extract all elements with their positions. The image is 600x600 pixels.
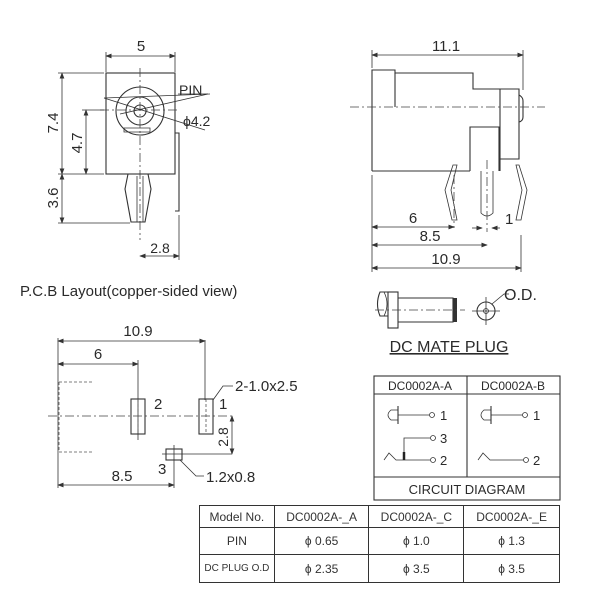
pcb-dim-10-9: 10.9 bbox=[123, 323, 152, 340]
side-dim-6: 6 bbox=[409, 210, 417, 227]
model-table: Model No. DC0002A-_A DC0002A-_C DC0002A-… bbox=[199, 505, 560, 583]
table-cell: ϕ 1.0 bbox=[368, 527, 465, 555]
table-header-cell: DC0002A-_C bbox=[368, 505, 465, 528]
table-cell: ϕ 0.65 bbox=[273, 527, 370, 555]
pad-label-3: 3 bbox=[158, 461, 166, 478]
pcb-dim-6: 6 bbox=[94, 346, 102, 363]
front-view: 5 7.4 4.7 3.6 2.8 PIN ϕ4.2 bbox=[45, 38, 211, 260]
circuit-footer: CIRCUIT DIAGRAM bbox=[409, 482, 526, 497]
side-dim-8-5: 8.5 bbox=[420, 228, 441, 245]
circuit-diagram: DC0002A-A DC0002A-B CIRCUIT DIAGRAM 1 3 … bbox=[373, 375, 561, 501]
front-dim-pin-offset: 2.8 bbox=[150, 240, 170, 256]
table-cell: ϕ 3.5 bbox=[368, 554, 465, 583]
front-label-diameter: ϕ4.2 bbox=[183, 113, 211, 129]
table-header-cell: DC0002A-_A bbox=[273, 505, 370, 528]
circuit-col-b: DC0002A-B bbox=[481, 379, 545, 393]
circuit-a-terminal-3: 3 bbox=[440, 431, 447, 446]
circuit-b-terminal-2: 2 bbox=[533, 453, 540, 468]
front-dim-center-height: 4.7 bbox=[69, 133, 86, 154]
pad-label-2: 2 bbox=[154, 396, 162, 413]
table-cell: PIN bbox=[199, 527, 275, 555]
pcb-dim-2-8: 2.8 bbox=[215, 427, 231, 447]
side-dim-1: 1 bbox=[505, 211, 513, 228]
front-dim-pin-length: 3.6 bbox=[45, 188, 62, 209]
table-cell: ϕ 3.5 bbox=[463, 554, 560, 583]
front-dim-width: 5 bbox=[137, 38, 145, 55]
side-view: 11.1 6 1 8.5 10.9 bbox=[350, 38, 545, 272]
pcb-slot-spec: 2-1.0x2.5 bbox=[235, 378, 298, 395]
circuit-a-terminal-2: 2 bbox=[440, 453, 447, 468]
table-row: DC PLUG O.D ϕ 2.35 ϕ 3.5 ϕ 3.5 bbox=[199, 554, 560, 583]
side-dim-10-9: 10.9 bbox=[431, 251, 460, 268]
dc-mate-plug: O.D. DC MATE PLUG bbox=[375, 287, 537, 356]
circuit-col-a: DC0002A-A bbox=[388, 379, 452, 393]
od-label: O.D. bbox=[504, 287, 537, 304]
circuit-a-terminal-1: 1 bbox=[440, 408, 447, 423]
side-dim-length: 11.1 bbox=[432, 38, 460, 55]
table-header-cell: Model No. bbox=[199, 505, 275, 528]
dc-mate-plug-title: DC MATE PLUG bbox=[390, 339, 509, 356]
pcb-pad3-spec: 1.2x0.8 bbox=[206, 469, 255, 486]
circuit-b-terminal-1: 1 bbox=[533, 408, 540, 423]
table-row: PIN ϕ 0.65 ϕ 1.0 ϕ 1.3 bbox=[199, 527, 560, 555]
pad-label-1: 1 bbox=[219, 396, 227, 413]
table-header-row: Model No. DC0002A-_A DC0002A-_C DC0002A-… bbox=[199, 505, 560, 528]
table-cell: ϕ 1.3 bbox=[463, 527, 560, 555]
table-header-cell: DC0002A-_E bbox=[463, 505, 560, 528]
pcb-layout: P.C.B Layout(copper-sided view) 10.9 6 8… bbox=[20, 283, 298, 488]
table-cell: ϕ 2.35 bbox=[273, 554, 370, 583]
pcb-dim-8-5: 8.5 bbox=[112, 468, 133, 485]
pcb-layout-title: P.C.B Layout(copper-sided view) bbox=[20, 283, 237, 300]
front-label-pin: PIN bbox=[179, 82, 202, 98]
table-cell: DC PLUG O.D bbox=[199, 554, 275, 583]
front-dim-height-total: 7.4 bbox=[45, 113, 62, 134]
